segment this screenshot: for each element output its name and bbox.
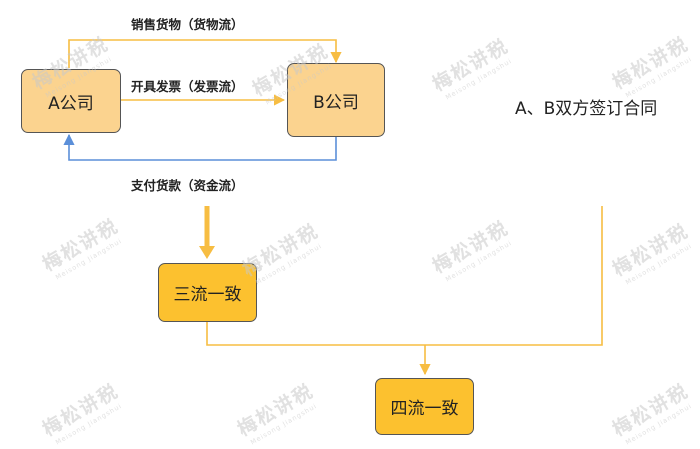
invoice-flow-label: 开具发票（发票流） — [131, 79, 244, 94]
fund-flow-label: 支付货款（资金流） — [131, 178, 244, 193]
company-a-node: A公司 — [21, 69, 121, 133]
three-flows-node: 三流一致 — [158, 263, 257, 322]
contract-label: A、B双方签订合同 — [515, 99, 658, 119]
flow-diagram: 销售货物（货物流） 开具发票（发票流） 支付货款（资金流） A公司 B公司 三流… — [21, 17, 693, 447]
fund-flow-arrow — [63, 133, 337, 161]
goods-flow-label: 销售货物（货物流） — [131, 17, 244, 32]
company-b-node: B公司 — [287, 63, 385, 137]
to-three-flows-arrowhead — [199, 246, 215, 259]
four-flows-node: 四流一致 — [375, 378, 474, 435]
goods-flow-arrow — [68, 39, 342, 68]
connector-layer — [63, 39, 603, 376]
three-flows-connector — [206, 206, 603, 346]
